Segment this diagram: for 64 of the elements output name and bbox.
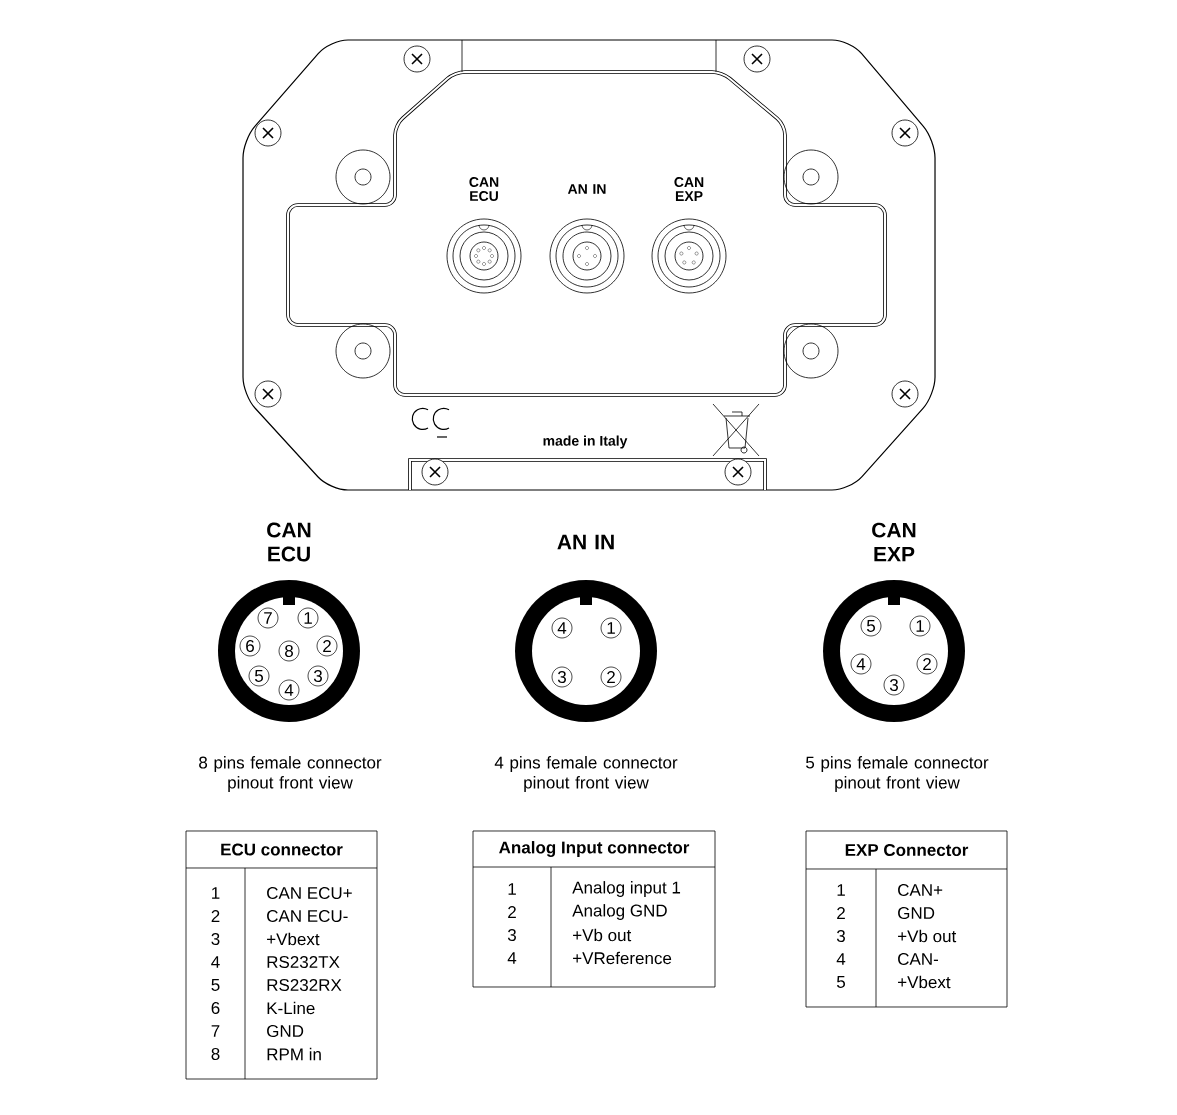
signal-name: GND — [898, 907, 935, 919]
signal-name: +Vb out — [573, 928, 632, 942]
pin-index: 5 — [836, 976, 845, 988]
pin-number: 3 — [307, 665, 329, 687]
signal-name: Analog input 1 — [572, 881, 681, 897]
signal-name: CAN- — [898, 953, 938, 965]
port-label: CAN ECU — [469, 177, 499, 201]
pin-number: 3 — [883, 674, 905, 696]
pin-index: 4 — [507, 952, 517, 964]
pin-number: 5 — [860, 615, 882, 637]
signal-name: GND — [267, 1025, 304, 1037]
signal-name: RS232TX — [267, 956, 340, 968]
pin-number: 2 — [916, 653, 938, 675]
table-header: Analog Input connector — [499, 841, 690, 857]
pin-number: 2 — [316, 635, 338, 657]
pin-number: 5 — [248, 665, 270, 687]
connector-caption: 5 pins female connector pinout front view — [806, 756, 989, 792]
pin-number: 1 — [297, 607, 319, 629]
pin-index: 3 — [836, 930, 845, 942]
pin-number: 6 — [239, 635, 261, 657]
signal-name: CAN ECU+ — [267, 887, 352, 899]
pin-index: 5 — [211, 979, 220, 991]
pin-index: 3 — [211, 933, 220, 945]
signal-name: RS232RX — [267, 979, 342, 991]
pin-index: 1 — [837, 884, 845, 896]
pin-number: 4 — [551, 617, 573, 639]
connector-caption: 8 pins female connector pinout front view — [199, 756, 382, 792]
pin-number: 3 — [551, 666, 573, 688]
connector-heading: CAN EXP — [872, 522, 916, 562]
port-label: CAN EXP — [674, 177, 704, 201]
signal-name: RPM in — [267, 1047, 321, 1061]
pin-number: 2 — [600, 666, 622, 688]
table-header: ECU connector — [221, 843, 343, 856]
signal-name: Analog GND — [572, 904, 667, 920]
pin-index: 2 — [211, 910, 220, 922]
pin-number: 4 — [278, 679, 300, 701]
table-header: EXP Connector — [845, 844, 969, 856]
connector-heading: AN IN — [557, 534, 614, 550]
pin-index: 4 — [211, 956, 220, 968]
port-label: AN IN — [567, 184, 606, 194]
signal-name: CAN+ — [898, 884, 943, 896]
pin-index: 6 — [211, 1002, 220, 1014]
pin-number: 7 — [257, 607, 279, 629]
signal-name: +Vbext — [898, 975, 951, 989]
pin-index: 3 — [507, 929, 516, 941]
pin-number: 1 — [600, 617, 622, 639]
origin-label: made in Italy — [543, 435, 628, 449]
pin-index: 2 — [837, 907, 845, 919]
pin-number: 8 — [278, 640, 300, 662]
pin-index: 8 — [211, 1048, 220, 1060]
pin-number: 4 — [850, 653, 872, 675]
connector-heading: CAN ECU — [267, 522, 311, 562]
pin-index: 2 — [508, 906, 516, 918]
pin-index: 1 — [508, 883, 516, 895]
pin-number: 1 — [909, 615, 931, 637]
signal-name: +Vbext — [267, 932, 320, 946]
pin-index: 7 — [211, 1025, 220, 1037]
signal-name: +Vb out — [898, 929, 957, 943]
signal-name: CAN ECU- — [267, 910, 348, 922]
pin-index: 1 — [212, 887, 220, 899]
signal-name: K-Line — [267, 1001, 315, 1015]
signal-name: +VReference — [573, 951, 672, 965]
connector-caption: 4 pins female connector pinout front view — [494, 756, 678, 792]
pin-index: 4 — [836, 953, 846, 965]
